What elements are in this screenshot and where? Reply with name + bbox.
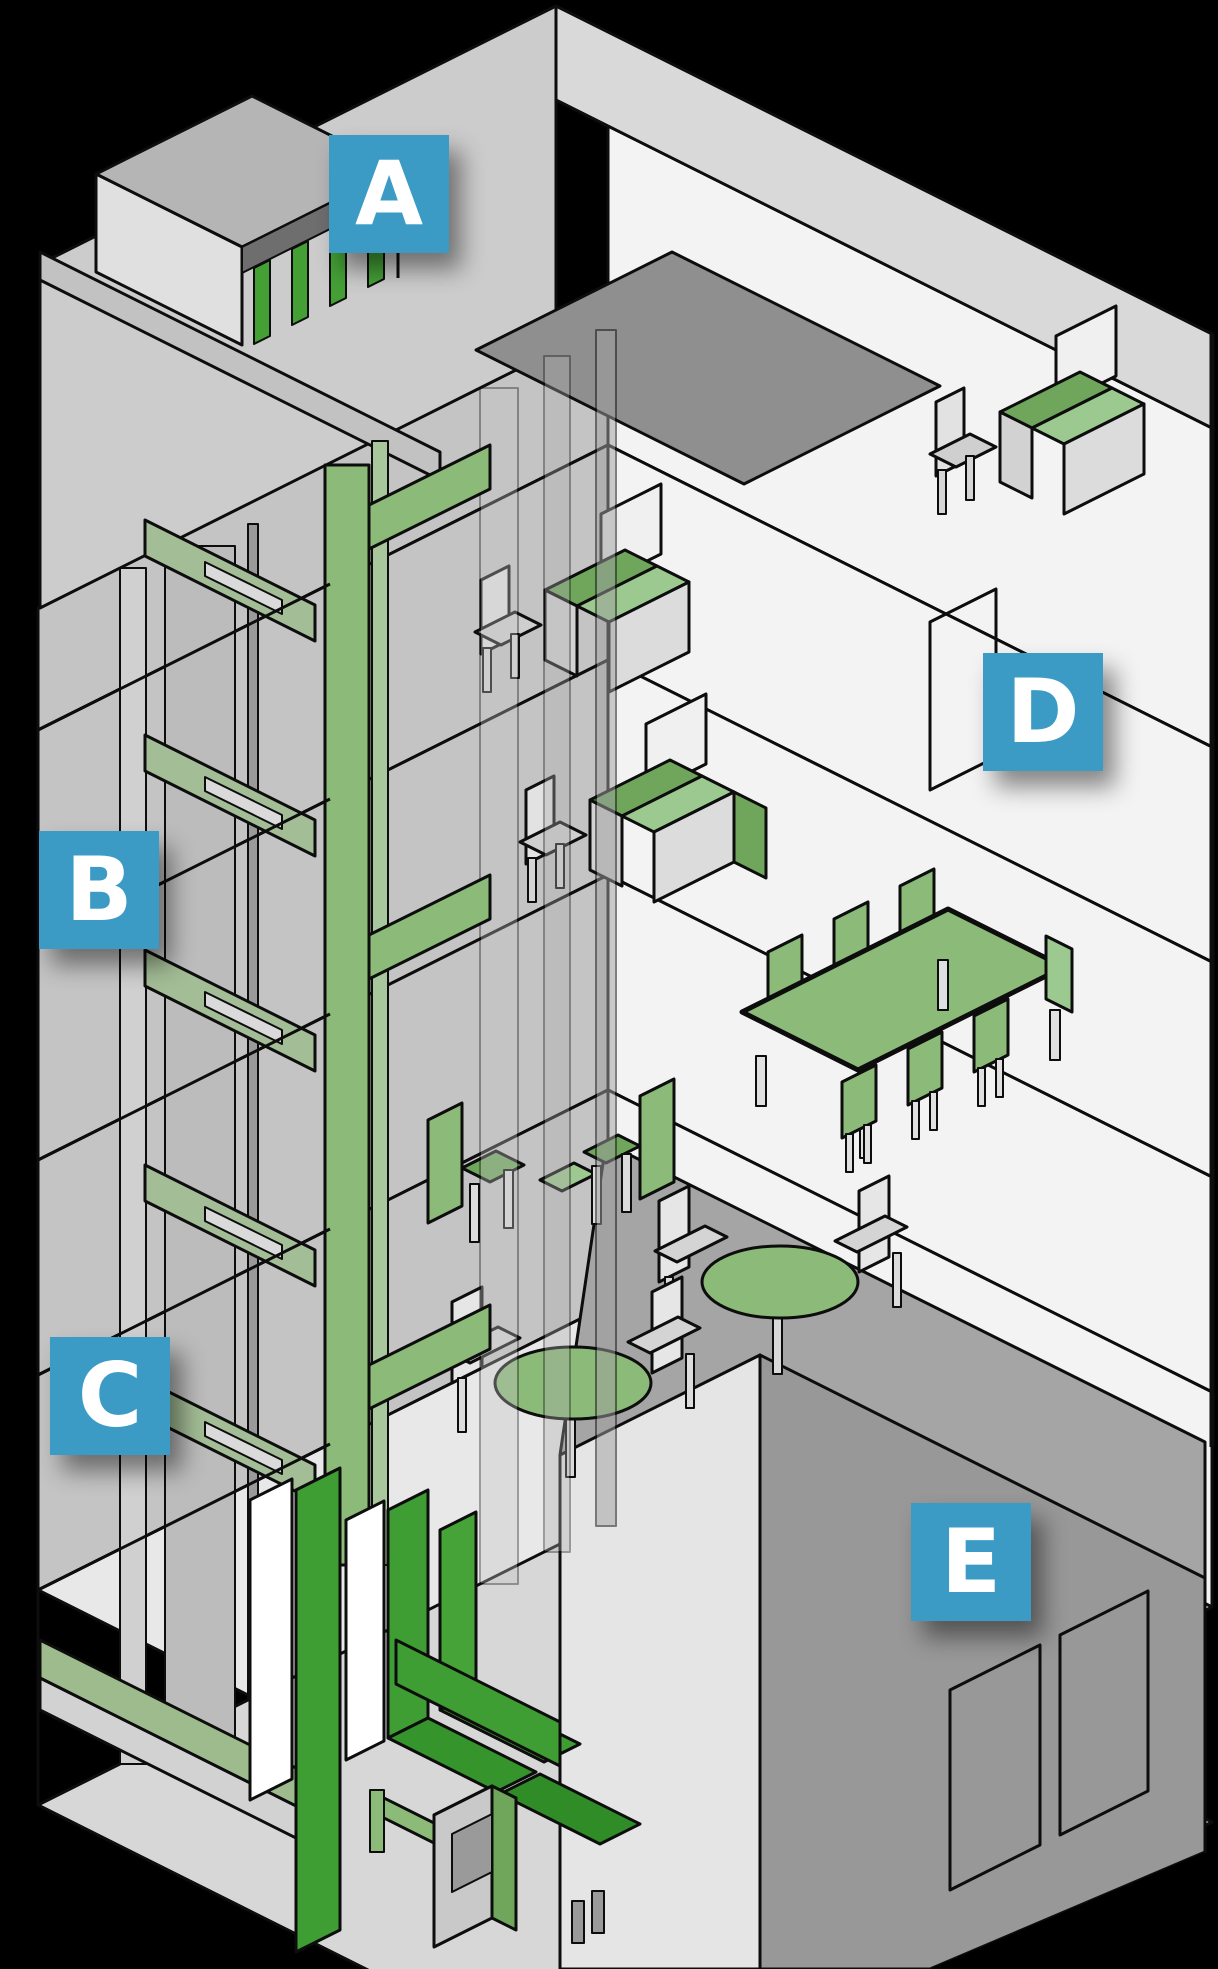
e-door-1: [948, 1643, 1042, 1892]
chair-leg: [503, 1169, 514, 1229]
e-volume-light-face: [558, 1353, 762, 1969]
table-leg: [937, 959, 949, 1011]
chair-leg: [482, 647, 492, 693]
chair-leg: [863, 1124, 872, 1164]
label-b: B: [39, 831, 159, 949]
green-duct-foot: [498, 1772, 642, 1846]
green-riser-duct: [323, 463, 371, 1567]
label-a: A: [329, 135, 449, 253]
chair-seat: [653, 1224, 729, 1264]
green-duct-horizontal: [394, 1638, 562, 1768]
slab-line: [37, 582, 331, 732]
white-shaft: [344, 1499, 386, 1762]
penthouse-left-face: [94, 172, 244, 347]
corner-shadow: [930, 1852, 1205, 1969]
label-d: D: [983, 653, 1103, 771]
green-chair-back: [426, 1101, 464, 1225]
ground-unit: [369, 1784, 605, 1949]
elevator-shaft: [164, 545, 236, 1743]
chair-leg: [621, 1153, 632, 1213]
conference-set: [739, 867, 1074, 1173]
unit-side: [490, 1784, 518, 1932]
chair-leg: [510, 633, 520, 679]
table-leg: [772, 1313, 783, 1375]
chair-leg: [977, 1067, 986, 1107]
label-e-letter: E: [940, 1510, 1002, 1613]
floor-duct-branches: [143, 518, 317, 1503]
shaft-column: [479, 387, 519, 1585]
label-c-letter: C: [77, 1344, 143, 1447]
chair-leg: [457, 1377, 467, 1433]
label-c: C: [50, 1337, 170, 1455]
conference-chair: [1044, 934, 1074, 1014]
chair-leg: [937, 469, 947, 515]
green-chair-back: [638, 1077, 676, 1201]
slab-line: [37, 1012, 331, 1162]
chair-seat: [473, 610, 543, 647]
chair-leg: [527, 857, 537, 903]
chair-seat: [626, 1315, 702, 1355]
shaft-column: [595, 329, 617, 1527]
conference-chair: [840, 1063, 878, 1140]
chair-seat: [833, 1214, 909, 1254]
desk-workstation: [928, 304, 1146, 516]
shaft-column: [119, 567, 147, 1765]
shaft-zone: [119, 329, 617, 1765]
green-chair-seat: [460, 1149, 526, 1184]
table-leg: [755, 1055, 767, 1107]
riser-branch: [367, 873, 492, 981]
ceiling-diamond: [474, 250, 942, 486]
chair-leg: [911, 1100, 920, 1140]
louver-slat: [253, 259, 271, 345]
white-shaft: [248, 1477, 294, 1802]
chair-leg: [892, 1252, 902, 1308]
green-duct-vertical: [294, 1466, 342, 1954]
conference-chair: [906, 1030, 944, 1107]
unit-panel: [451, 1813, 493, 1893]
table-leg: [1049, 1009, 1061, 1061]
louver-slat: [291, 240, 309, 326]
label-a-letter: A: [354, 142, 424, 245]
chair-leg: [555, 843, 565, 889]
slab-line: [37, 1442, 331, 1592]
desk-leg-panel: [543, 588, 579, 678]
label-b-letter: B: [65, 838, 133, 941]
duct-jog: [204, 1421, 283, 1475]
desk-leg-panel: [998, 410, 1034, 500]
desk-panel: [1062, 402, 1146, 516]
conference-chair: [972, 997, 1010, 1074]
chair-leg: [685, 1353, 695, 1409]
chair-seat: [518, 820, 588, 857]
vent-slat: [571, 1900, 585, 1944]
chair-back: [657, 1184, 691, 1284]
round-table: [700, 1244, 860, 1320]
chair-seat: [928, 432, 998, 469]
rooftop-penthouse: [38, 94, 442, 482]
chair-leg: [965, 455, 975, 501]
chair-leg: [469, 1183, 480, 1243]
vent-slat: [591, 1890, 605, 1934]
duct-jog: [204, 991, 283, 1045]
duct-jog: [204, 776, 283, 830]
green-chair-pair: [426, 1077, 676, 1243]
duct-jog: [204, 1206, 283, 1260]
chair-leg: [995, 1058, 1004, 1098]
chair-leg: [845, 1133, 854, 1173]
riser-branch: [367, 1303, 492, 1411]
unit-pipe-drop: [369, 1789, 385, 1853]
green-duct-elbow: [386, 1716, 538, 1794]
label-d-letter: D: [1006, 660, 1080, 763]
desk-return: [732, 790, 768, 880]
green-duct-vertical: [386, 1488, 430, 1740]
shaft-column: [543, 355, 571, 1553]
chair-leg: [929, 1091, 938, 1131]
ground-duct-assembly: [38, 1466, 642, 1954]
duct-jog: [204, 561, 283, 615]
riser-branch: [367, 443, 492, 551]
label-e: E: [911, 1503, 1031, 1621]
e-door-2: [1058, 1589, 1150, 1837]
round-table-set: [653, 1174, 909, 1375]
